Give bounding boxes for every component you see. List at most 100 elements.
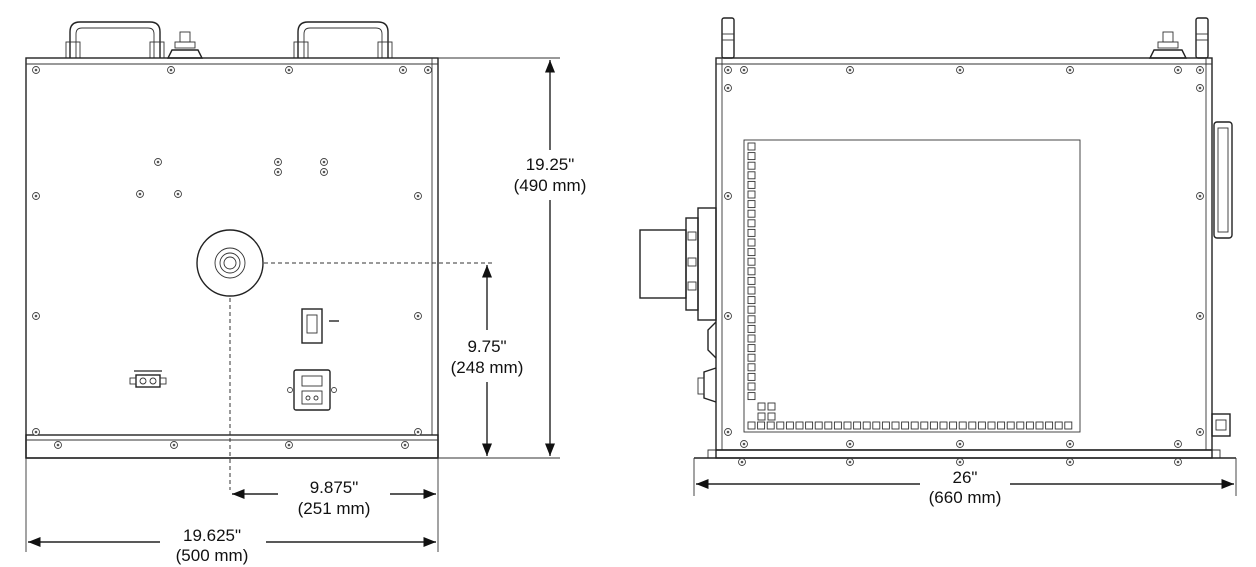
screw-center (726, 86, 730, 90)
vent-hole (881, 421, 890, 430)
screw-center (958, 442, 962, 446)
screw-center (426, 68, 430, 72)
vent-hole (747, 334, 756, 343)
screw-center (416, 194, 420, 198)
side-post-right (1195, 17, 1209, 59)
vent-hole (853, 421, 862, 430)
vent-hole (891, 421, 900, 430)
vent-hole (977, 421, 986, 430)
screw-center (726, 430, 730, 434)
center-height-dimension (438, 265, 494, 459)
screw-center (848, 68, 852, 72)
vent-hole (1006, 421, 1015, 430)
screw-center (287, 443, 291, 447)
vent-hole (1054, 421, 1063, 430)
vent-hole (1045, 421, 1054, 430)
vent-hole (843, 421, 852, 430)
side-screws (724, 66, 1204, 466)
screw-center (1198, 86, 1202, 90)
vent-hole (747, 324, 756, 333)
vent-hole (968, 421, 977, 430)
screw-center (958, 460, 962, 464)
vent-hole (814, 421, 823, 430)
side-post-left (721, 17, 735, 59)
front-panel (25, 57, 439, 459)
side-view (639, 17, 1236, 466)
side-circular-port-housing (639, 207, 717, 321)
vent-hole (987, 421, 996, 430)
screw-center (1068, 442, 1072, 446)
screw-center (34, 68, 38, 72)
vent-hole (939, 421, 948, 430)
screw-center (287, 68, 291, 72)
front-top-knob (166, 31, 204, 59)
vent-hole (747, 238, 756, 247)
vent-hole (747, 372, 756, 381)
front-height-metric: (490 mm) (514, 176, 587, 195)
vent-hole (747, 209, 756, 218)
vent-hole (824, 421, 833, 430)
screw-center (416, 314, 420, 318)
side-panel (715, 57, 1213, 451)
vent-hole (747, 344, 756, 353)
vent-hole (747, 276, 756, 285)
screw-center (322, 160, 326, 164)
vent-hole (747, 257, 756, 266)
side-depth-dimension (693, 458, 1237, 496)
screw-center (740, 460, 744, 464)
side-depth-imperial: 26" (953, 468, 978, 487)
screw-center (848, 460, 852, 464)
vent-hole (747, 286, 756, 295)
front-height-imperial: 19.25" (526, 155, 575, 174)
screw-center (742, 68, 746, 72)
side-grille-panel (743, 139, 1081, 433)
side-vent-grille (747, 142, 1073, 430)
screw-center (276, 160, 280, 164)
vent-hole (1016, 421, 1025, 430)
vent-hole (1064, 421, 1073, 430)
vent-hole (747, 180, 756, 189)
screw-center (138, 192, 142, 196)
vent-hole (747, 200, 756, 209)
screw-center (1198, 68, 1202, 72)
screw-center (276, 170, 280, 174)
vent-hole (949, 421, 958, 430)
screw-center (401, 68, 405, 72)
vent-hole (833, 421, 842, 430)
side-left-knob (697, 367, 717, 403)
vent-hole (747, 267, 756, 276)
vent-hole (785, 421, 794, 430)
vent-hole (805, 421, 814, 430)
screw-center (1198, 194, 1202, 198)
front-power-switch (301, 308, 339, 344)
screw-center (34, 194, 38, 198)
vent-hole (767, 402, 776, 411)
screw-center (726, 68, 730, 72)
center-offset-dimension (232, 458, 439, 505)
vent-hole (872, 421, 881, 430)
vent-hole (747, 392, 756, 401)
vent-hole (958, 421, 967, 430)
vent-hole (795, 421, 804, 430)
vent-hole (910, 421, 919, 430)
screw-center (1068, 460, 1072, 464)
screw-center (1176, 68, 1180, 72)
screw-center (1198, 314, 1202, 318)
vent-hole (747, 171, 756, 180)
vent-hole (757, 412, 766, 421)
screw-center (726, 194, 730, 198)
center-height-imperial: 9.75" (467, 337, 506, 356)
front-width-imperial: 19.625" (183, 526, 241, 545)
vent-hole (747, 219, 756, 228)
vent-hole (1035, 421, 1044, 430)
vent-hole (747, 305, 756, 314)
vent-hole (767, 412, 776, 421)
vent-hole (747, 152, 756, 161)
vent-hole (1025, 421, 1034, 430)
vent-hole (747, 353, 756, 362)
screw-center (34, 430, 38, 434)
vent-hole (929, 421, 938, 430)
vent-hole (901, 421, 910, 430)
center-offset-imperial: 9.875" (310, 478, 359, 497)
